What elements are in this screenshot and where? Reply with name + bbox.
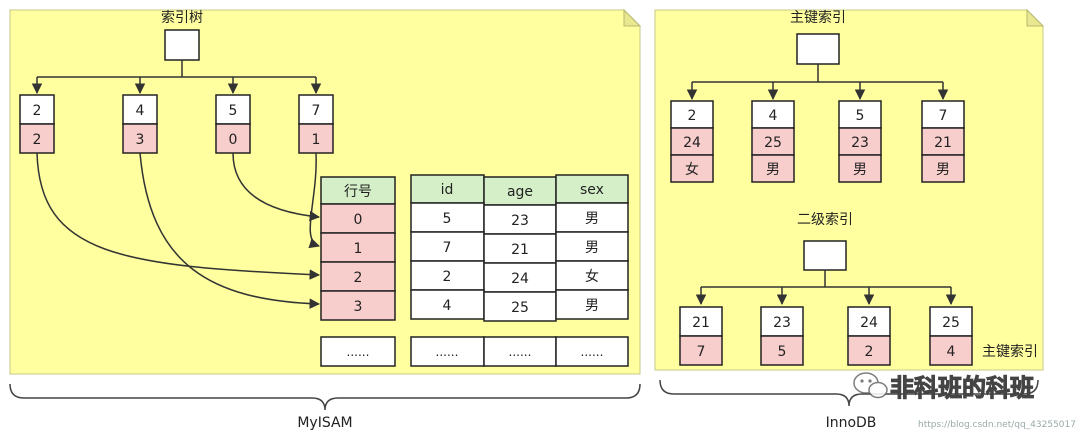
wechat-icon <box>853 372 888 399</box>
innodb-secondary-leaf-1: 23 5 <box>760 306 804 366</box>
myisam-leaf-0: 2 2 <box>19 94 55 154</box>
myisam-leaf-3: 7 1 <box>298 94 334 154</box>
leaf-pk: 4 <box>947 344 956 360</box>
innodb-primary-connectors <box>686 64 949 101</box>
myisam-brace <box>9 383 641 411</box>
rownum-cell: 0 <box>354 212 363 228</box>
innodb-primary-leaf-2: 5 23 男 <box>838 100 882 183</box>
leaf-key: 24 <box>860 315 878 331</box>
cell-sex: 男 <box>585 211 599 227</box>
innodb-secondary-leaf-0: 21 7 <box>679 306 723 366</box>
leaf-key: 2 <box>688 108 697 124</box>
cell-id: 7 <box>443 240 452 256</box>
column-header-sex: sex <box>580 182 604 198</box>
innodb-secondary-label: 二级索引 <box>797 211 853 228</box>
cell-id: 5 <box>443 211 452 227</box>
leaf-sex: 女 <box>685 161 699 178</box>
myisam-rownum-column: 行号 0 1 2 3 ...... <box>320 176 396 367</box>
pk-annotation: 主键索引 <box>982 343 1038 360</box>
rownum-cell: 1 <box>354 241 363 257</box>
myisam-root-node <box>164 29 200 61</box>
leaf-key: 5 <box>856 108 865 124</box>
cell-sex: 男 <box>585 298 599 314</box>
rownum-header: 行号 <box>344 184 372 200</box>
leaf-key: 7 <box>312 103 321 119</box>
rownum-cell: 2 <box>354 270 363 286</box>
cell-sex: 女 <box>585 268 599 285</box>
cell-ellipsis: ...... <box>509 345 532 359</box>
innodb-primary-leaf-1: 4 25 男 <box>751 100 795 183</box>
myisam-tree-label: 索引树 <box>161 9 203 26</box>
leaf-pk: 5 <box>778 344 787 360</box>
leaf-key: 4 <box>769 108 778 124</box>
leaf-key: 7 <box>939 108 948 124</box>
cell-age: 21 <box>511 242 529 258</box>
innodb-secondary-root <box>803 240 847 271</box>
leaf-row: 0 <box>229 132 238 148</box>
innodb-primary-leaf-3: 7 21 男 <box>921 100 965 183</box>
leaf-row: 2 <box>33 132 42 148</box>
myisam-data-table: id age sex 5 23 男 7 21 男 2 24 女 4 25 男 <box>410 174 629 367</box>
cell-age: 24 <box>511 271 529 287</box>
cell-ellipsis: ...... <box>581 345 604 359</box>
innodb-primary-label: 主键索引 <box>790 9 846 26</box>
column-header-age: age <box>507 184 533 200</box>
leaf-sex: 男 <box>853 162 867 178</box>
leaf-key: 23 <box>773 315 791 331</box>
cell-age: 23 <box>511 213 529 229</box>
myisam-row-pointers <box>36 152 321 309</box>
cell-id: 4 <box>443 298 452 314</box>
leaf-age: 25 <box>764 135 782 151</box>
leaf-key: 5 <box>229 103 238 119</box>
innodb-secondary-leaf-2: 24 2 <box>847 306 891 366</box>
watermark-brand: 非科班的科班 <box>890 374 1034 402</box>
cell-sex: 男 <box>585 240 599 256</box>
leaf-key: 4 <box>136 103 145 119</box>
watermark: 非科班的科班 https://blog.csdn.net/qq_43255017 <box>853 372 1076 430</box>
rownum-ellipsis: ...... <box>347 345 370 359</box>
leaf-pk: 7 <box>697 344 706 360</box>
myisam-leaf-2: 5 0 <box>215 94 251 154</box>
leaf-sex: 男 <box>766 162 780 178</box>
cell-id: 2 <box>443 269 452 285</box>
myisam-label: MyISAM <box>297 415 352 431</box>
leaf-row: 1 <box>312 132 321 148</box>
cell-age: 25 <box>511 300 529 316</box>
watermark-url: https://blog.csdn.net/qq_43255017 <box>918 420 1076 430</box>
cell-ellipsis: ...... <box>436 345 459 359</box>
leaf-age: 21 <box>934 135 952 151</box>
innodb-brace <box>659 379 1039 407</box>
leaf-key: 21 <box>692 315 710 331</box>
innodb-secondary-leaf-3: 25 4 <box>929 306 973 366</box>
rownum-cell: 3 <box>354 299 363 315</box>
innodb-label: InnoDB <box>826 415 877 431</box>
leaf-row: 3 <box>136 132 145 148</box>
leaf-age: 23 <box>851 135 869 151</box>
column-header-id: id <box>441 182 454 198</box>
myisam-leaf-1: 4 3 <box>122 94 158 154</box>
leaf-sex: 男 <box>936 162 950 178</box>
innodb-primary-leaf-0: 2 24 女 <box>670 100 714 183</box>
leaf-pk: 2 <box>865 344 874 360</box>
innodb-primary-root <box>796 33 840 65</box>
leaf-age: 24 <box>683 135 701 151</box>
innodb-secondary-connectors <box>695 270 957 306</box>
leaf-key: 25 <box>942 315 960 331</box>
myisam-tree-connectors <box>31 60 322 95</box>
leaf-key: 2 <box>33 103 42 119</box>
